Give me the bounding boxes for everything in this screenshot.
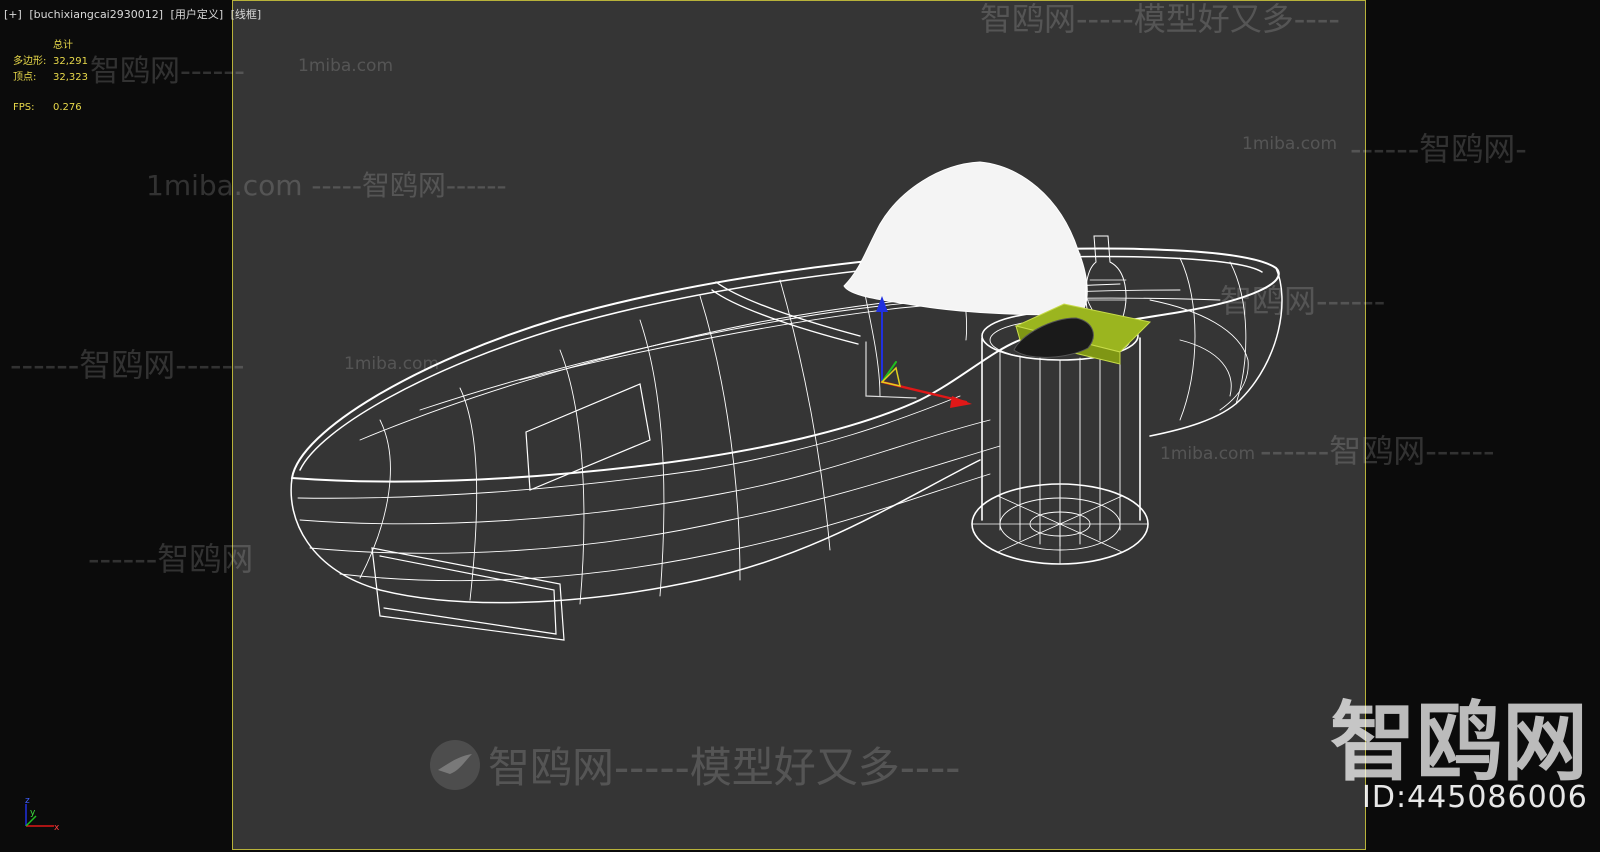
stats-vertices-value: 32,323 bbox=[53, 72, 88, 83]
axis-x-label: x bbox=[54, 823, 60, 832]
viewport-view-mode[interactable]: [用户定义] bbox=[170, 8, 224, 21]
watermark-left-upper: 智鸥网------ bbox=[90, 54, 245, 89]
brand-watermark: 智鸥网 bbox=[1330, 693, 1588, 793]
viewport-menu-plus[interactable]: [+] bbox=[4, 8, 22, 21]
watermark-right-lower: ------智鸥网------ bbox=[1260, 432, 1495, 470]
stats-fps-label: FPS: bbox=[13, 102, 35, 113]
cushion-wireframe bbox=[843, 161, 1088, 316]
viewport-label[interactable]: [+] [buchixiangcai2930012] [用户定义] [线框] bbox=[4, 6, 265, 22]
watermark-bottom-text: 智鸥网-----模型好又多---- bbox=[488, 743, 961, 792]
watermark-left-mid: 1miba.com -----智鸥网------ bbox=[146, 169, 507, 202]
watermark-bird-icon bbox=[430, 739, 480, 790]
stats-fps-row: FPS: 0.276 bbox=[13, 100, 88, 116]
axis-y-label: y bbox=[30, 808, 36, 818]
scene-statistics: 总计 多边形: 32,291 顶点: 32,323 FPS: 0.276 bbox=[13, 38, 88, 116]
model-id: ID:445086006 bbox=[1362, 780, 1588, 815]
stats-header: 总计 bbox=[53, 40, 73, 51]
decor-object bbox=[1013, 317, 1094, 358]
stats-vertices-row: 顶点: 32,323 bbox=[13, 70, 88, 86]
stats-polygons-row: 多边形: 32,291 bbox=[13, 54, 88, 70]
axis-z-label: z bbox=[25, 796, 30, 806]
watermark-left-lower-url: 1miba.com bbox=[344, 354, 440, 374]
watermark-right-mid: 智鸥网------ bbox=[1220, 282, 1386, 320]
axis-tripod-icon: z y x bbox=[25, 796, 60, 832]
viewport-camera-name[interactable]: [buchixiangcai2930012] bbox=[29, 8, 164, 21]
stats-polygons-value: 32,291 bbox=[53, 56, 88, 67]
watermark-left-bottom: ------智鸥网 bbox=[88, 540, 254, 578]
stats-vertices-label: 顶点: bbox=[13, 72, 37, 83]
viewport-shading-mode[interactable]: [线框] bbox=[230, 8, 262, 21]
watermark-bottom: 智鸥网-----模型好又多---- bbox=[430, 734, 960, 795]
watermark-left-lower: ------智鸥网------ bbox=[10, 346, 245, 384]
watermark-top: 智鸥网-----模型好又多---- bbox=[980, 0, 1340, 38]
watermark-right-upper: ------智鸥网- bbox=[1350, 130, 1527, 168]
active-viewport[interactable] bbox=[232, 0, 1366, 850]
stats-polygons-label: 多边形: bbox=[13, 56, 47, 67]
watermark-right-lower-url: 1miba.com bbox=[1160, 444, 1256, 464]
transform-gizmo[interactable] bbox=[865, 296, 972, 408]
stats-fps-value: 0.276 bbox=[53, 102, 82, 113]
tray-wireframe bbox=[290, 247, 1283, 641]
watermark-right-upper-url: 1miba.com bbox=[1242, 134, 1338, 154]
watermark-left-upper-url: 1miba.com bbox=[298, 56, 394, 76]
side-table-wireframe bbox=[971, 311, 1149, 565]
